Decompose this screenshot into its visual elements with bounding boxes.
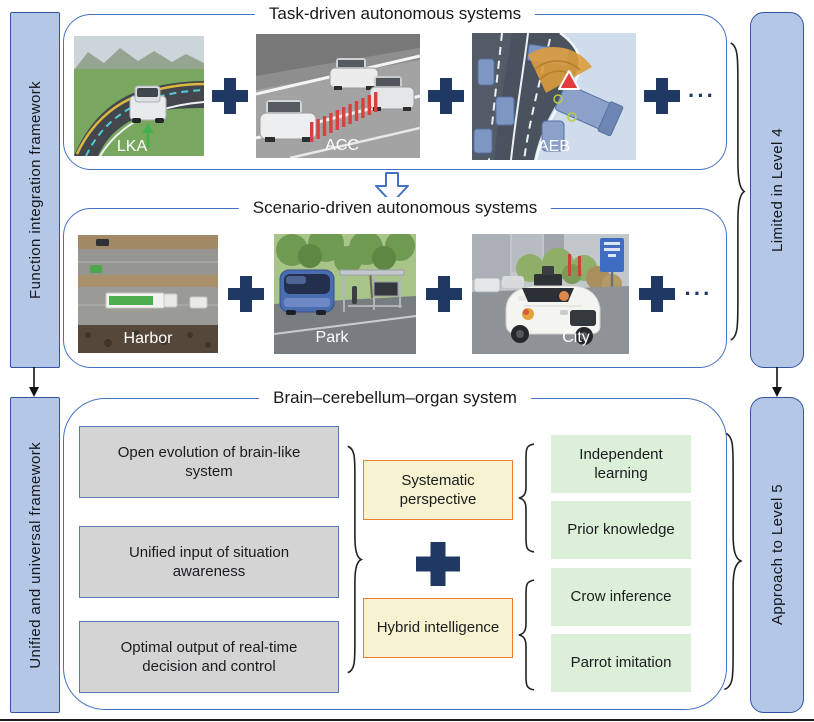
plus-icon bbox=[644, 78, 680, 114]
core-box-hybrid-intelligence: Hybrid intelligence bbox=[363, 598, 513, 658]
park-image: Park bbox=[273, 234, 416, 354]
left-rail-bottom: Unified and universal framework bbox=[10, 397, 60, 713]
capability-box-independent-learning: Independent learning bbox=[551, 435, 691, 493]
capability-box-crow-inference: Crow inference bbox=[551, 568, 691, 626]
scenario-panel-title: Scenario-driven autonomous systems bbox=[238, 197, 552, 219]
brain-panel: Brain–cerebellum–organ system Open evolu… bbox=[63, 387, 727, 710]
ellipsis: ··· bbox=[684, 281, 713, 306]
aeb-image: AEB bbox=[472, 32, 636, 160]
brace-right-icon bbox=[728, 40, 746, 343]
shuttle-illustration bbox=[279, 269, 334, 315]
brace-left-icon bbox=[517, 443, 537, 553]
truck-illustration bbox=[555, 83, 624, 136]
harbor-label: Harbor bbox=[123, 330, 173, 347]
plus-icon bbox=[416, 542, 460, 586]
brace-right-icon bbox=[721, 430, 743, 692]
city-label: City bbox=[562, 329, 590, 346]
input-box-unified-input: Unified input of situation awareness bbox=[79, 526, 339, 598]
right-rail-bottom-label: Approach to Level 5 bbox=[768, 484, 786, 626]
scrub-texture bbox=[84, 330, 211, 348]
plus-icon bbox=[212, 78, 248, 114]
task-panel-title: Task-driven autonomous systems bbox=[254, 3, 536, 25]
harbor-image: Harbor bbox=[77, 235, 218, 353]
arrow-down-icon bbox=[772, 367, 782, 397]
plus-icon bbox=[426, 276, 462, 312]
aeb-label: AEB bbox=[538, 138, 570, 155]
right-rail-bottom: Approach to Level 5 bbox=[750, 397, 804, 713]
plus-icon bbox=[639, 276, 675, 312]
brace-left-icon bbox=[517, 579, 537, 691]
plus-icon bbox=[428, 78, 464, 114]
capability-box-parrot-imitation: Parrot imitation bbox=[551, 634, 691, 692]
car-illustration bbox=[129, 85, 167, 123]
input-box-optimal-output: Optimal output of real-time decision and… bbox=[79, 621, 339, 693]
lka-image: LKA bbox=[74, 36, 204, 156]
shelter-illustration bbox=[339, 269, 404, 312]
scenario-panel-row: Harbor bbox=[72, 225, 718, 363]
scenario-panel: Scenario-driven autonomous systems bbox=[63, 197, 727, 368]
car-illustration bbox=[369, 76, 415, 111]
task-panel: Task-driven autonomous systems bbox=[63, 3, 727, 170]
lka-label: LKA bbox=[117, 138, 148, 155]
left-rail-top: Function integration framework bbox=[10, 12, 60, 368]
park-label: Park bbox=[315, 329, 349, 346]
right-rail-top-label: Limited in Level 4 bbox=[768, 128, 786, 252]
autonomous-car-illustration bbox=[505, 266, 600, 345]
brain-panel-title: Brain–cerebellum–organ system bbox=[259, 387, 531, 409]
plus-icon bbox=[228, 276, 264, 312]
brace-right-icon bbox=[345, 444, 363, 675]
core-box-systematic-perspective: Systematic perspective bbox=[363, 460, 513, 520]
task-panel-row: LKA bbox=[72, 27, 718, 165]
acc-image: ACC bbox=[256, 34, 420, 158]
city-image: City bbox=[471, 234, 629, 354]
car-illustration bbox=[259, 100, 317, 142]
left-rail-top-label: Function integration framework bbox=[26, 81, 44, 299]
bottom-rule bbox=[0, 719, 814, 721]
car-illustration bbox=[329, 58, 379, 90]
radar-beam bbox=[310, 92, 378, 142]
left-rail-bottom-label: Unified and universal framework bbox=[26, 441, 44, 669]
truck-illustration bbox=[105, 292, 177, 309]
capability-box-prior-knowledge: Prior knowledge bbox=[551, 501, 691, 559]
input-box-open-evolution: Open evolution of brain-like system bbox=[79, 426, 339, 498]
arrow-down-icon bbox=[29, 367, 39, 397]
right-rail-top: Limited in Level 4 bbox=[750, 12, 804, 368]
ellipsis: ··· bbox=[688, 83, 716, 108]
acc-label: ACC bbox=[325, 137, 359, 154]
hollow-arrow-down-icon bbox=[375, 172, 409, 204]
